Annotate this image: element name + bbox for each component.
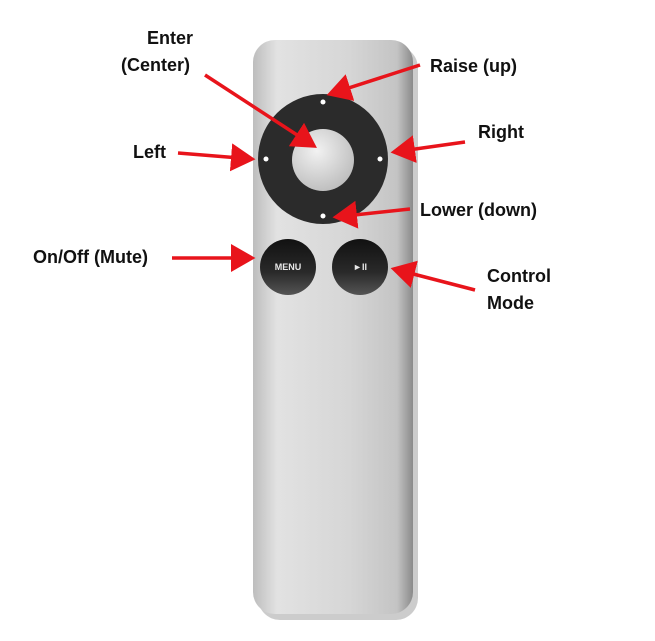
dot-up	[320, 99, 326, 105]
arrow-raise	[326, 63, 421, 101]
play-pause-button[interactable]: ►II	[332, 239, 388, 295]
arrow-left	[177, 143, 256, 172]
label-control: Control	[487, 266, 551, 286]
dot-right	[377, 156, 383, 162]
menu-button[interactable]: MENU	[260, 239, 316, 295]
label-enter-sub: (Center)	[121, 55, 191, 75]
arrow-enter	[204, 73, 317, 148]
menu-button-label: MENU	[275, 262, 302, 272]
arrow-control	[390, 260, 476, 292]
label-raise: Raise (up)	[430, 56, 518, 76]
dot-down	[320, 213, 326, 219]
label-enter: Enter	[147, 25, 193, 52]
arrow-right	[390, 135, 466, 163]
label-control-sub: Mode	[487, 293, 534, 313]
arrow-lower	[332, 200, 411, 229]
dot-left	[263, 156, 269, 162]
play-pause-label: ►II	[353, 262, 367, 272]
label-onoff: On/Off (Mute)	[33, 247, 148, 267]
label-enter-line1: Enter	[147, 28, 194, 48]
label-lower: Lower (down)	[420, 200, 537, 220]
label-right: Right	[478, 122, 524, 142]
label-left: Left	[133, 142, 166, 162]
